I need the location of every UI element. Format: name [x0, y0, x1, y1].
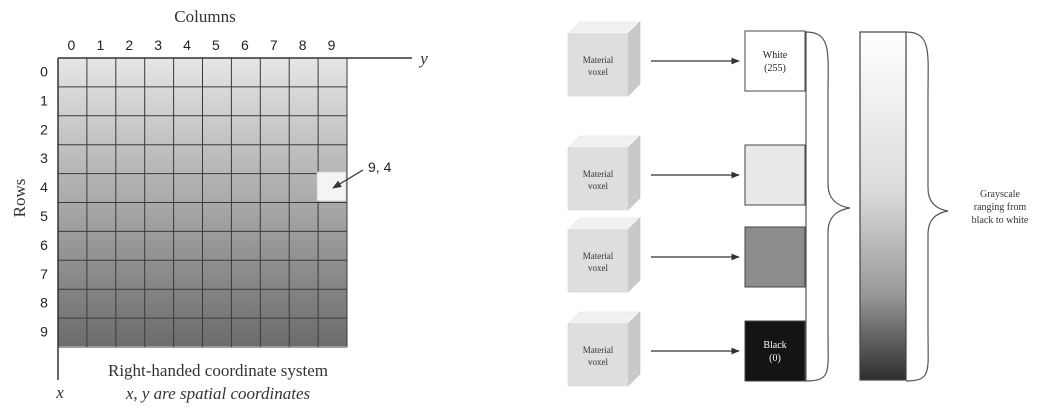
- row-label: 1: [40, 92, 48, 108]
- left-curly-brace: [805, 31, 851, 382]
- voxel-row: Material voxel White (255): [567, 21, 806, 97]
- voxel-label-line-2: voxel: [588, 357, 608, 367]
- grayscale-label-line-1: Grayscale: [980, 189, 1021, 200]
- material-voxel-cube: Material voxel: [567, 135, 641, 211]
- column-label: 7: [270, 37, 278, 53]
- row-label: 4: [40, 179, 48, 195]
- column-label: 4: [183, 37, 191, 53]
- voxel-label-line-2: voxel: [588, 263, 608, 273]
- column-label: 3: [154, 37, 162, 53]
- row-label: 2: [40, 121, 48, 137]
- column-label: 9: [328, 37, 336, 53]
- voxel-label-line-1: Material: [583, 169, 614, 179]
- pixel-coordinate-label: 9, 4: [368, 159, 392, 175]
- row-label: 5: [40, 208, 48, 224]
- voxel-label-line-1: Material: [583, 345, 614, 355]
- gray-value-swatch: [744, 144, 806, 206]
- material-voxel-cube: Material voxel: [567, 217, 641, 293]
- rows-title: Rows: [10, 179, 29, 218]
- row-label: 0: [40, 63, 48, 79]
- row-label: 8: [40, 295, 48, 311]
- columns-title: Columns: [174, 7, 235, 26]
- swatch-label-line-2: (255): [764, 63, 786, 74]
- coordinate-grid-panel: Columns Rows 0 1 2 3 4 5 6 7 8 9 0 1 2 3 4 5 6 7 8 9 y x 9…: [10, 7, 428, 403]
- swatch-label-line-1: White: [763, 50, 788, 61]
- grayscale-description: Grayscale ranging from black to white: [972, 189, 1029, 226]
- caption-line-1: Right-handed coordinate system: [108, 361, 328, 380]
- column-label: 1: [96, 37, 104, 53]
- swatch-label-line-2: (0): [769, 353, 781, 364]
- gray-value-swatch: [744, 320, 806, 382]
- caption-line-2: x, y are spatial coordinates: [125, 384, 311, 403]
- y-axis-label: y: [418, 49, 428, 68]
- voxel-row: Material voxel Black (0): [567, 311, 806, 387]
- voxel-label-line-2: voxel: [588, 67, 608, 77]
- grid-lines: [58, 58, 348, 348]
- column-label: 5: [212, 37, 220, 53]
- row-label: 9: [40, 324, 48, 340]
- column-label: 0: [68, 37, 76, 53]
- voxel-label-line-1: Material: [583, 55, 614, 65]
- swatch-label-line-1: Black: [763, 340, 786, 351]
- column-labels: 0 1 2 3 4 5 6 7 8 9: [68, 37, 336, 53]
- voxel-label-line-2: voxel: [588, 181, 608, 191]
- gray-value-swatch: [744, 226, 806, 288]
- column-label: 6: [241, 37, 249, 53]
- voxel-row: Material voxel: [567, 217, 806, 293]
- row-label: 3: [40, 150, 48, 166]
- grayscale-label-line-3: black to white: [972, 215, 1029, 226]
- highlighted-pixel-9-4: [316, 171, 347, 202]
- material-voxel-cube: Material voxel: [567, 311, 641, 387]
- column-label: 8: [299, 37, 307, 53]
- grayscale-label-line-2: ranging from: [974, 202, 1027, 213]
- voxel-mapping-panel: MaterialvoxelWhite(255)MaterialvoxelMate…: [567, 21, 806, 387]
- row-labels: 0 1 2 3 4 5 6 7 8 9: [40, 63, 48, 339]
- material-voxel-cube: Material voxel: [567, 21, 641, 97]
- voxel-row: Material voxel: [567, 135, 806, 211]
- x-axis-label: x: [55, 383, 64, 402]
- column-label: 2: [125, 37, 133, 53]
- gray-value-swatch: [744, 30, 806, 92]
- row-label: 6: [40, 237, 48, 253]
- grayscale-gradient-bar: [859, 31, 907, 381]
- row-label: 7: [40, 266, 48, 282]
- voxel-label-line-1: Material: [583, 251, 614, 261]
- right-curly-brace: [905, 31, 949, 382]
- pixel-pointer-arrow: [332, 169, 364, 189]
